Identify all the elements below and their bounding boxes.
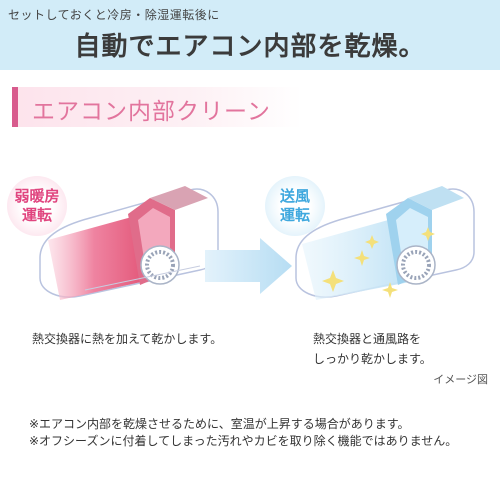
- sparkle-icon: [322, 227, 435, 298]
- footnote: ※エアコン内部を乾燥させるために、室温が上昇する場合があります。: [29, 417, 410, 431]
- section-title: エアコン内部クリーン: [32, 99, 271, 125]
- fan-icon: [396, 245, 436, 285]
- header-subtitle: セットしておくと冷房・除湿運転後に: [8, 8, 220, 22]
- arrow-right-icon: [205, 238, 292, 294]
- image-note: イメージ図: [433, 373, 488, 386]
- fan-caption-line1: 熱交換器と通風路を: [313, 332, 422, 346]
- heating-mode-badge: 弱暖房 運転: [7, 176, 67, 236]
- fan-mode-badge: 送風 運転: [265, 176, 325, 236]
- header-banner: セットしておくと冷房・除湿運転後に 自動でエアコン内部を乾燥。: [0, 0, 500, 70]
- footnote: ※オフシーズンに付着してしまった汚れやカビを取り除く機能ではありません。: [29, 434, 458, 448]
- section-accent-bar: [12, 87, 18, 127]
- fan-caption: 熱交換器と通風路を しっかり乾かします。: [313, 329, 432, 369]
- heating-badge-line2: 運転: [21, 206, 52, 224]
- fan-badge-line2: 運転: [279, 206, 310, 224]
- fan-caption-line2: しっかり乾かします。: [313, 352, 432, 366]
- aircon-illustration: [39, 186, 475, 300]
- heating-caption: 熱交換器に熱を加えて乾かします。: [32, 332, 223, 346]
- fan-badge-line1: 送風: [279, 187, 310, 205]
- heating-badge-line1: 弱暖房: [14, 187, 60, 205]
- section-heading: エアコン内部クリーン: [12, 87, 302, 127]
- wind-unit: [295, 186, 475, 300]
- heat-unit: [39, 186, 219, 300]
- fan-icon: [140, 245, 180, 285]
- page-title: 自動でエアコン内部を乾燥。: [74, 32, 426, 62]
